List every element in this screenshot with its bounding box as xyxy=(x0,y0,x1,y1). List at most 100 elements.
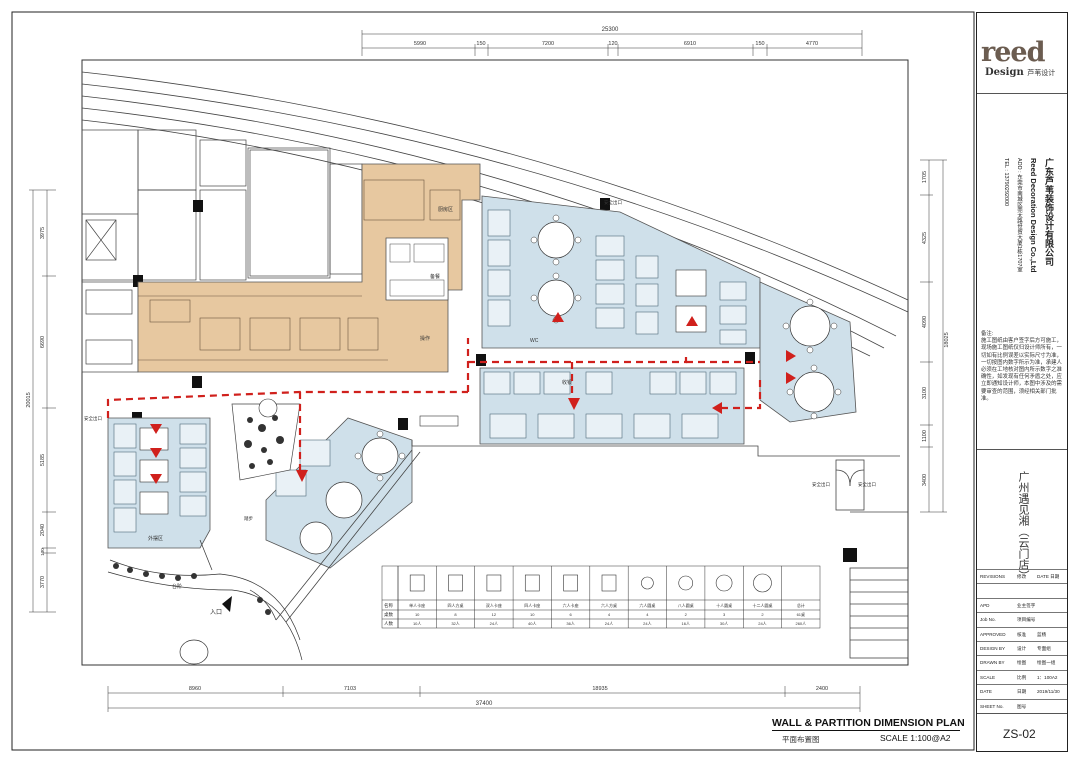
dim-left-3: 5185 xyxy=(40,454,46,466)
kitchen-area xyxy=(137,163,481,373)
notes-title: 备注: xyxy=(981,331,994,337)
column-l xyxy=(398,418,408,430)
title-block-row: SCALE 比例 1：100A2 xyxy=(977,669,1067,684)
exit-label-left: 安全出口 xyxy=(84,415,102,422)
company-name-cn: 广东芦苇装饰设计有限公司 xyxy=(1044,158,1054,266)
column-a xyxy=(193,200,203,212)
row-label: REVISIONS xyxy=(980,574,1006,579)
legend-row-name: 名称 xyxy=(384,602,393,609)
legend-table-icon xyxy=(601,574,617,592)
bar-counter xyxy=(419,415,459,427)
company-logo: reed xyxy=(981,37,1045,68)
kitchen-label-1: 厨房区 xyxy=(438,206,453,213)
legend-people-count: 24人 xyxy=(643,621,651,626)
row-label: APD xyxy=(980,602,990,608)
entrance-label: 入口 xyxy=(210,609,222,616)
entrance-arrow-icon xyxy=(222,596,232,612)
wc-label: WC xyxy=(530,338,539,344)
column-g xyxy=(600,198,610,210)
round-table-chairs xyxy=(354,214,842,482)
row-label: DRAWN BY xyxy=(980,660,1005,666)
row-value-cn: 核准 xyxy=(1017,631,1027,637)
dim-left-2: 6690 xyxy=(40,336,46,348)
legend-type-name: 双人卡座 xyxy=(486,602,502,608)
company-tel: TEL : 13790292000 xyxy=(1003,158,1009,207)
legend-table-frame xyxy=(381,565,821,629)
row-value-cn: 修改 xyxy=(1017,574,1027,579)
row-label: SHEET No. xyxy=(980,703,1004,709)
legend-people-count: 40人 xyxy=(528,621,536,626)
legend-table-count: 61桌 xyxy=(797,611,805,617)
outdoor-label: 外摆区 xyxy=(148,535,163,542)
sheet-number-cell xyxy=(977,713,1067,752)
title-block-row: Job No.项目编号 xyxy=(977,612,1067,626)
round-tables xyxy=(299,221,835,555)
square-tables xyxy=(139,269,707,515)
legend-people-count: 260人 xyxy=(795,621,806,626)
dim-bottom-total: 37400 xyxy=(476,701,493,707)
dim-top-7: 4770 xyxy=(806,41,818,47)
dim-top-3: 7200 xyxy=(542,41,554,47)
row-value: 蓝杨 xyxy=(1037,631,1047,637)
dim-left-5: 130 xyxy=(40,548,45,556)
kitchen-label-2: 备餐 xyxy=(430,273,440,280)
plan-title: WALL & PARTITION DIMENSION PLAN xyxy=(772,717,965,729)
legend-people-count: 24人 xyxy=(490,621,498,626)
company-address: ADD : 东莞市南城区莞太路世贸大厦1栋1707室 xyxy=(1016,158,1022,272)
company-logo-sub: Design 芦苇设计 xyxy=(985,67,1055,78)
row-label: SCALE xyxy=(980,674,996,680)
exit-label-right-a: 安全出口 xyxy=(812,481,830,488)
left-structure xyxy=(81,129,363,373)
dim-right-1: 1705 xyxy=(922,171,928,183)
dim-top-2: 150 xyxy=(476,41,485,47)
sheet-number: ZS-02 xyxy=(1003,727,1036,741)
row-label: Job No. xyxy=(980,617,996,623)
title-block-row: SHEET No. 图号 xyxy=(977,698,1067,713)
column-c xyxy=(192,376,202,388)
legend-type-name: 六人方桌 xyxy=(601,602,617,608)
legend-type-name: 四人卡座 xyxy=(524,602,540,608)
legend-table-count: 2 xyxy=(685,612,688,617)
legend-type-name: 总计 xyxy=(797,602,805,608)
row-value-cn: 图号 xyxy=(1017,703,1027,709)
entrance-area xyxy=(107,539,303,665)
planter-garden xyxy=(231,398,301,481)
column-k xyxy=(745,352,755,364)
dim-right-total: 18025 xyxy=(944,332,950,347)
entrance-plants xyxy=(113,563,271,615)
row-value: DATE 日期 xyxy=(1037,574,1060,579)
legend-table-icon xyxy=(524,574,540,592)
steps-label: 台阶 xyxy=(172,583,182,590)
legend-people-count: 30人 xyxy=(720,621,728,626)
dim-bottom-3: 18935 xyxy=(592,686,607,692)
dim-left-4: 2040 xyxy=(40,524,46,536)
logo-sub-cn: 芦苇设计 xyxy=(1027,69,1056,77)
title-block: reed Design 芦苇设计 广东芦苇装饰设计有限公司 Reed Decor… xyxy=(976,12,1068,752)
title-block-row xyxy=(977,583,1067,597)
row-value-cn: 比例 xyxy=(1017,674,1027,680)
column-b xyxy=(133,275,143,287)
dim-top-4: 120 xyxy=(608,41,617,47)
legend-table-icon xyxy=(448,574,463,592)
dim-right-6: 3400 xyxy=(922,474,928,486)
project-name-cell xyxy=(977,449,1067,568)
row-label: DATE xyxy=(980,689,992,695)
legend-table-icon xyxy=(753,573,772,593)
legend-table-count: 6 xyxy=(570,612,573,617)
dim-right-3: 4090 xyxy=(922,316,928,328)
legend-table-count: 10 xyxy=(530,612,535,617)
row-value: 1：100A2 xyxy=(1037,674,1058,680)
legend-type-name: 八人圆桌 xyxy=(678,602,694,608)
booth-seats xyxy=(113,209,747,533)
legend-type-name: 十二人圆桌 xyxy=(752,602,772,608)
legend-people-count: 32人 xyxy=(451,621,459,626)
dim-right-5: 1100 xyxy=(922,430,928,442)
legend-people-count: 16人 xyxy=(682,621,690,626)
dim-top-5: 6910 xyxy=(684,41,696,47)
